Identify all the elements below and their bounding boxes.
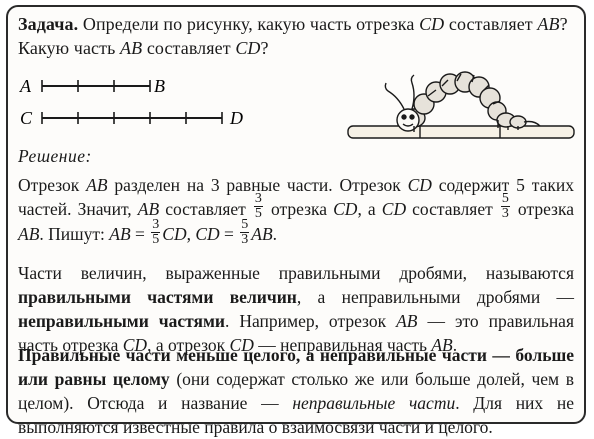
var-cd: CD (333, 199, 358, 219)
task-text: ? (260, 38, 269, 58)
text: = (219, 224, 239, 245)
var-ab: AB (18, 224, 40, 245)
solution-label: Решение: (18, 146, 92, 166)
task-text: ? Какую часть (18, 14, 568, 58)
fraction-denominator: 5 (254, 206, 262, 222)
caterpillar-illustration (347, 71, 575, 139)
text: — неправильная часть (253, 335, 432, 355)
var-ab: AB (120, 38, 143, 58)
var-cd: CD (195, 224, 220, 245)
definition-paragraph: Части величин, выраженные правильными др… (18, 261, 574, 357)
text: . Например, отрезок (224, 311, 397, 331)
segment-ab-ticks (41, 80, 151, 92)
rule-bold-text: Правильные части меньше целого, а неправ… (18, 345, 574, 389)
text: , а неправильными дробями — (296, 287, 574, 307)
fraction-numerator: 5 (240, 216, 250, 233)
fraction-numerator: 3 (253, 191, 263, 208)
task-card (6, 5, 586, 424)
label-b: B (154, 76, 165, 96)
term-proper-parts: правильными частями величин (18, 287, 297, 307)
var-ab: AB (537, 14, 560, 34)
fraction-denominator: 3 (501, 206, 509, 222)
var-cd: CD (122, 335, 148, 355)
task-text: составляет (444, 14, 538, 34)
rule-paragraph: Правильные части меньше целого, а неправ… (18, 343, 574, 439)
text: . Пишут: (39, 224, 110, 245)
var-ab: AB (251, 224, 273, 245)
var-ab: AB (86, 175, 108, 195)
label-d: D (229, 108, 243, 128)
segments-diagram: A B C D (19, 71, 575, 139)
text: содержит 5 таких частей. Значит, (18, 175, 574, 219)
text: . (452, 335, 458, 355)
task-label: Задача. (18, 14, 79, 34)
fraction-numerator: 3 (151, 216, 161, 233)
solution-paragraph: Отрезок AB разделен на 3 равные части. О… (18, 173, 574, 248)
var-ab: AB (137, 199, 160, 219)
fraction-numerator: 5 (500, 191, 510, 208)
task-statement: Задача. Определи по рисунку, какую часть… (18, 12, 574, 60)
var-cd: CD (419, 14, 445, 34)
fraction-denominator: 3 (241, 231, 249, 247)
text: составляет (406, 199, 499, 219)
text: — это правильная часть отрезка (18, 311, 575, 355)
var-ab: AB (431, 335, 453, 355)
label-c: C (20, 108, 33, 128)
var-cd: CD (162, 224, 187, 245)
var-ab: AB (396, 311, 418, 331)
text: (они содержат столько же или больше доле… (18, 369, 574, 413)
var-cd: CD (381, 199, 407, 219)
text: , а отрезок (147, 335, 230, 355)
label-a: A (19, 76, 32, 96)
text: , (186, 224, 196, 245)
var-cd: CD (235, 38, 261, 58)
var-ab: AB (109, 224, 131, 245)
fraction-denominator: 5 (152, 231, 160, 247)
term-improper-parts-italic: неправильные части (292, 393, 456, 413)
text: . (272, 224, 278, 245)
text: , а (357, 199, 382, 219)
task-text: составляет (142, 38, 236, 58)
task-text: Определи по рисунку, какую часть отрезка (78, 14, 420, 34)
text: отрезка (511, 199, 574, 219)
segment-cd-ticks (41, 112, 223, 124)
text: отрезка (264, 199, 334, 219)
text: Отрезок (18, 175, 87, 195)
var-cd: CD (229, 335, 254, 355)
term-improper-parts: неправильными частями (18, 311, 225, 331)
var-cd: CD (407, 175, 432, 195)
text: разделен на 3 равные части. Отрезок (107, 175, 408, 195)
text: Части величин, выраженные правильными др… (18, 263, 574, 283)
text: = (130, 224, 150, 245)
text: составляет (159, 199, 252, 219)
